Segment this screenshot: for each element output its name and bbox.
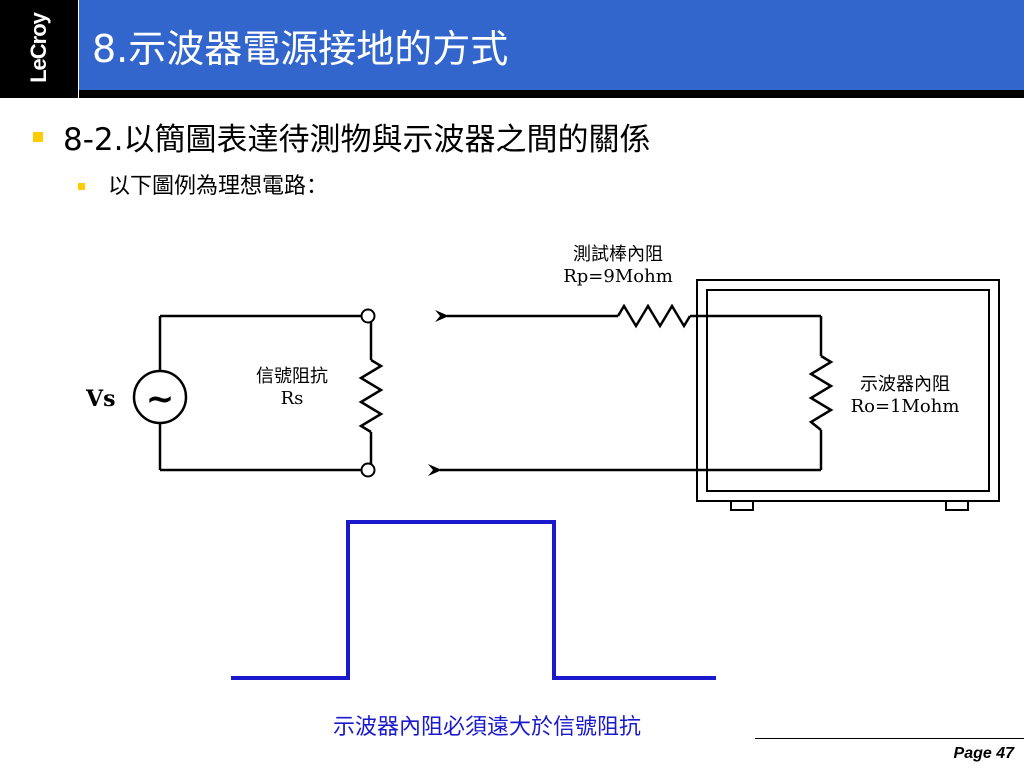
square-pulse-waveform <box>231 520 716 680</box>
diagram-caption: 示波器內阻必須遠大於信號阻抗 <box>332 715 641 740</box>
vs-source-symbol: ~ <box>146 379 175 419</box>
probe-resistance-label: 測試棒內阻 Rp=9Mohm <box>548 244 688 288</box>
vs-source-icon <box>132 369 188 425</box>
rs-resistor-icon <box>358 358 384 434</box>
page-number: Page 47 <box>953 745 1014 762</box>
probe-lines <box>428 303 834 476</box>
oscilloscope-inner-frame <box>706 289 990 492</box>
ro-resistor-icon <box>808 354 834 431</box>
ro-label-name: 示波器內阻 <box>860 374 950 395</box>
probe-label-value: Rp=9Mohm <box>563 266 673 287</box>
signal-impedance-label: 信號阻抗 Rs <box>232 366 352 410</box>
ro-label-value: Ro=1Mohm <box>850 396 960 417</box>
terminal-top-icon <box>360 308 376 324</box>
oscilloscope-outer-frame <box>696 279 1000 502</box>
probe-label-name: 測試棒內阻 <box>573 244 663 265</box>
sub-bullet-square-icon <box>78 183 85 190</box>
logo-box: LeCroy <box>0 0 78 98</box>
source-circuit <box>132 314 384 472</box>
rp-resistor-icon <box>616 303 692 329</box>
rs-label-name: 信號阻抗 <box>256 366 328 387</box>
bullet-square-icon <box>33 132 43 142</box>
oscilloscope-box <box>696 279 1000 511</box>
bullet-level1-text: 8-2.以簡圖表達待測物與示波器之間的關係 <box>63 122 651 158</box>
bullet-level2-text: 以下圖例為理想電路： <box>108 174 329 199</box>
terminal-bottom-icon <box>360 462 376 478</box>
oscilloscope-foot-left <box>730 500 754 511</box>
vs-label: Vs <box>86 386 116 412</box>
rs-label-value: Rs <box>280 388 304 409</box>
page-title: 8.示波器電源接地的方式 <box>92 27 509 71</box>
footer-divider <box>755 738 1024 739</box>
title-underline <box>79 90 1024 98</box>
oscilloscope-foot-right <box>945 500 969 511</box>
scope-resistance-label: 示波器內阻 Ro=1Mohm <box>835 374 975 418</box>
title-bar <box>79 0 1024 90</box>
